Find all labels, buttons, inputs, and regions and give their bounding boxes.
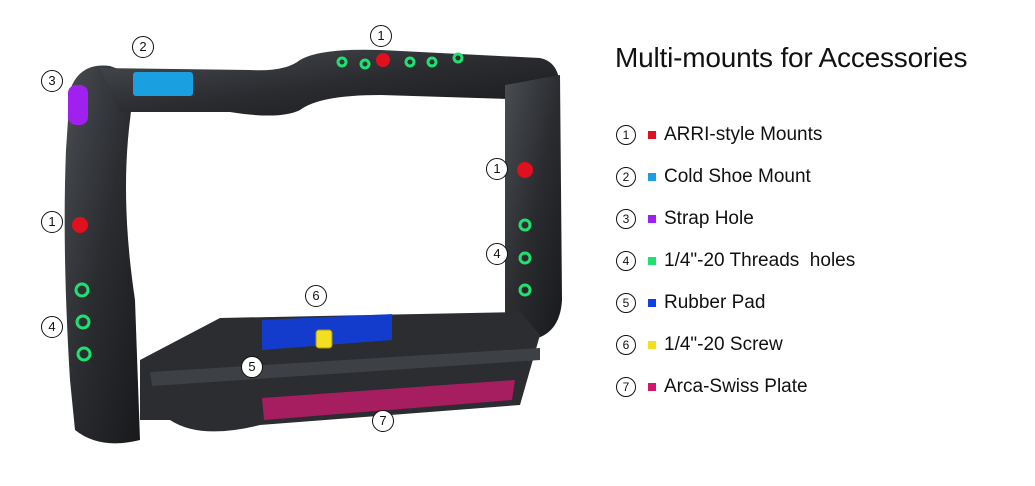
legend-number: 3: [616, 209, 636, 229]
callout-1-right: 1: [486, 158, 508, 180]
arca-swiss-plate: [262, 380, 515, 420]
color-swatch: [648, 299, 656, 307]
callout-1-left: 1: [41, 211, 63, 233]
strap-hole: [68, 85, 88, 125]
legend-number: 5: [616, 293, 636, 313]
arri-mount-top: [376, 53, 390, 67]
legend-label: Arca-Swiss Plate: [664, 376, 808, 397]
legend-item: 3 Strap Hole: [616, 198, 855, 240]
legend-number: 1: [616, 125, 636, 145]
legend-label: Strap Hole: [664, 208, 754, 229]
color-swatch: [648, 383, 656, 391]
legend: 1 ARRI-style Mounts 2 Cold Shoe Mount 3 Str…: [616, 114, 855, 408]
arri-mount-left: [72, 217, 88, 233]
callout-5: 5: [241, 356, 263, 378]
legend-number: 2: [616, 167, 636, 187]
legend-number: 4: [616, 251, 636, 271]
callout-7: 7: [372, 410, 394, 432]
legend-item: 2 Cold Shoe Mount: [616, 156, 855, 198]
legend-item: 4 1/4"-20 Threads holes: [616, 240, 855, 282]
thread-holes: [74, 52, 532, 362]
legend-item: 1 ARRI-style Mounts: [616, 114, 855, 156]
legend-label: 1/4"-20 Screw: [664, 334, 783, 355]
color-swatch: [648, 257, 656, 265]
cage-right-arm: [505, 75, 562, 340]
arri-mount-right: [517, 162, 533, 178]
legend-label: 1/4"-20 Threads holes: [664, 250, 856, 271]
color-swatch: [648, 131, 656, 139]
legend-label: ARRI-style Mounts: [664, 124, 823, 145]
legend-number: 6: [616, 335, 636, 355]
legend-number: 7: [616, 377, 636, 397]
color-swatch: [648, 173, 656, 181]
legend-label: Cold Shoe Mount: [664, 166, 811, 187]
callout-1-top: 1: [370, 25, 392, 47]
page-title: Multi-mounts for Accessories: [615, 42, 968, 73]
color-swatch: [648, 341, 656, 349]
callout-4-left: 4: [41, 316, 63, 338]
screw: [315, 329, 333, 349]
camera-cage-illustration: [64, 49, 562, 444]
callout-4-right: 4: [486, 243, 508, 265]
legend-item: 5 Rubber Pad: [616, 282, 855, 324]
cage-top-bar: [100, 49, 560, 116]
legend-label: Rubber Pad: [664, 292, 766, 313]
legend-item: 7 Arca-Swiss Plate: [616, 366, 855, 408]
legend-item: 6 1/4"-20 Screw: [616, 324, 855, 366]
color-swatch: [648, 215, 656, 223]
cold-shoe-mount: [133, 72, 193, 96]
callout-2: 2: [132, 36, 154, 58]
callout-3: 3: [41, 70, 63, 92]
callout-6: 6: [305, 285, 327, 307]
